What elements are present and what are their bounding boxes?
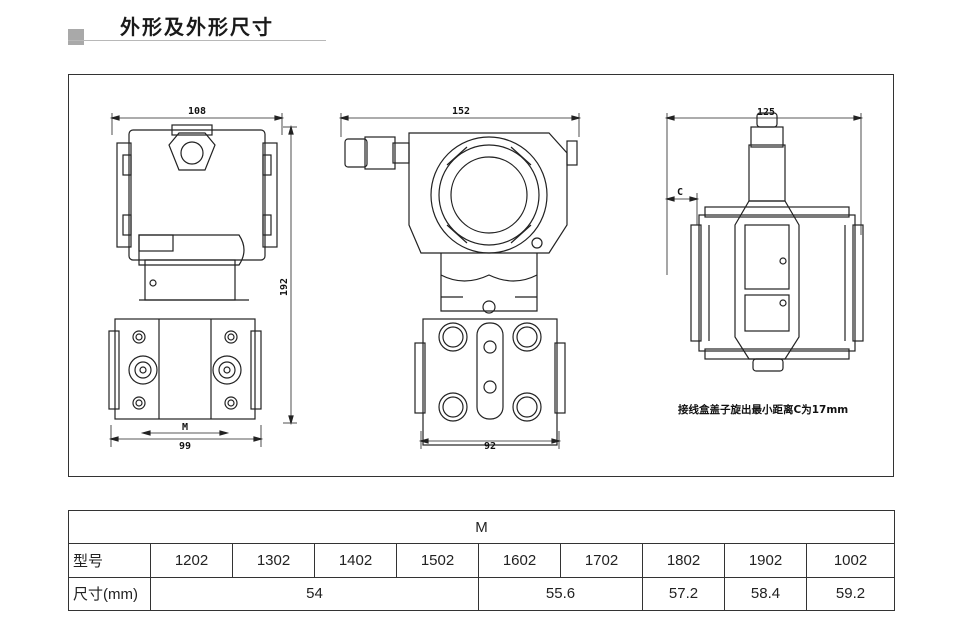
dim-92: 92	[484, 441, 496, 452]
dim-152: 152	[452, 106, 470, 117]
dim-m: M	[182, 422, 188, 433]
dim-c: C	[677, 187, 683, 198]
section-header: 外形及外形尺寸	[68, 10, 326, 45]
model-cell: 1302	[232, 543, 315, 578]
model-label: 型号	[68, 543, 151, 578]
front-view: 152	[338, 106, 582, 452]
model-cell: 1802	[642, 543, 725, 578]
size-cell: 54	[150, 576, 479, 612]
model-cell: 1502	[396, 543, 479, 578]
size-cell: 57.2	[642, 576, 725, 612]
table-row-sizes: 尺寸(mm) 54 55.6 57.2 58.4 59.2	[68, 576, 896, 612]
dim-99: 99	[179, 441, 191, 452]
model-cell: 1902	[724, 543, 807, 578]
model-size-table: M 型号 1202 1302 1402 1502 1602 1702 1802 …	[67, 509, 896, 612]
dim-192: 192	[279, 278, 290, 296]
dimension-drawing: 108 192	[68, 74, 894, 477]
model-cell: 1402	[314, 543, 397, 578]
size-cell: 58.4	[724, 576, 807, 612]
side-view: 108 192	[108, 106, 297, 452]
model-cell: 1002	[805, 543, 896, 578]
size-cell: 59.2	[805, 576, 896, 612]
section-title: 外形及外形尺寸	[120, 15, 274, 39]
drawing-svg: 108 192	[108, 106, 864, 452]
drawing-note: 接线盒盖子旋出最小距离C为17mm	[678, 404, 849, 416]
dim-108: 108	[188, 106, 206, 117]
model-cell: 1202	[150, 543, 233, 578]
section-marker	[68, 29, 84, 45]
size-cell: 55.6	[478, 576, 643, 612]
top-view: 125 C	[664, 107, 864, 372]
header-rule	[68, 40, 326, 41]
size-label: 尺寸(mm)	[68, 576, 151, 612]
table-row-models: 型号 1202 1302 1402 1502 1602 1702 1802 19…	[68, 543, 896, 578]
table-header-row: M	[67, 509, 896, 545]
table-header-m: M	[67, 509, 896, 545]
model-cell: 1702	[560, 543, 643, 578]
model-cell: 1602	[478, 543, 561, 578]
